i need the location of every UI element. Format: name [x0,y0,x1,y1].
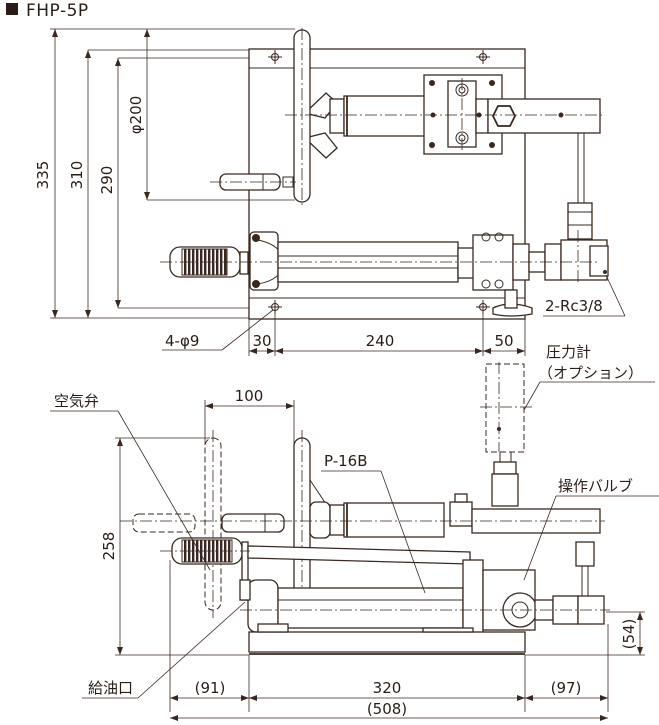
side-view-callouts: 圧力計 （オプション） 空気弁 P-16B 操作バルブ 給油口 [50,343,659,699]
callout-air-valve: 空気弁 [54,392,99,410]
hex-nut [491,105,517,127]
dim-335: 335 [34,161,52,190]
base-side [248,623,526,655]
pressure-gauge [480,362,533,507]
dim-handwheel-diameter: φ200 [127,96,145,135]
model-title: FHP-5P [6,1,89,21]
side-view-dimensions: 100 258 (54) (91) 320 (97) (508) [100,387,645,721]
callout-operating-valve: 操作バルブ [558,477,633,495]
dim-320: 320 [373,679,402,697]
top-view-horizontal-dimensions: 30 240 50 4-φ9 2-Rc3/8 [162,274,626,356]
top-view: 335 310 290 φ200 30 240 50 4-φ9 2-Rc3/8 [34,28,626,356]
callout-pressure-gauge-option: （オプション） [538,364,643,382]
dim-290: 290 [98,166,116,195]
pump-handle-side [160,537,471,601]
callout-oil-filler: 給油口 [88,679,133,697]
dim-50: 50 [494,332,513,350]
dim-310: 310 [68,161,86,190]
callout-hole-spec: 4-φ9 [165,332,199,350]
handwheel [210,28,338,206]
dim-508: (508) [367,700,407,718]
pump-body-side [239,541,610,636]
dim-97: (97) [551,679,582,697]
callout-pump-model: P-16B [324,452,368,470]
callout-pressure-gauge: 圧力計 [546,343,591,361]
handwheel-phantom [132,430,222,618]
mounting-holes [268,50,490,314]
dim-91: (91) [195,679,226,697]
top-view-vertical-dimensions: 335 310 290 φ200 [34,28,295,319]
upper-cylinder-side [343,502,445,538]
dim-30: 30 [252,332,271,350]
dim-240: 240 [366,332,395,350]
upper-cylinder [285,74,603,205]
dim-258: 258 [100,532,118,561]
dim-54: (54) [620,619,638,650]
callout-port-thread: 2-Rc3/8 [545,297,603,315]
side-view: 100 258 (54) (91) 320 (97) (508) [50,343,659,721]
pump-assembly-top [160,202,609,317]
model-name: FHP-5P [26,1,89,21]
dim-100: 100 [235,387,264,405]
bullet-square-icon [6,3,18,15]
